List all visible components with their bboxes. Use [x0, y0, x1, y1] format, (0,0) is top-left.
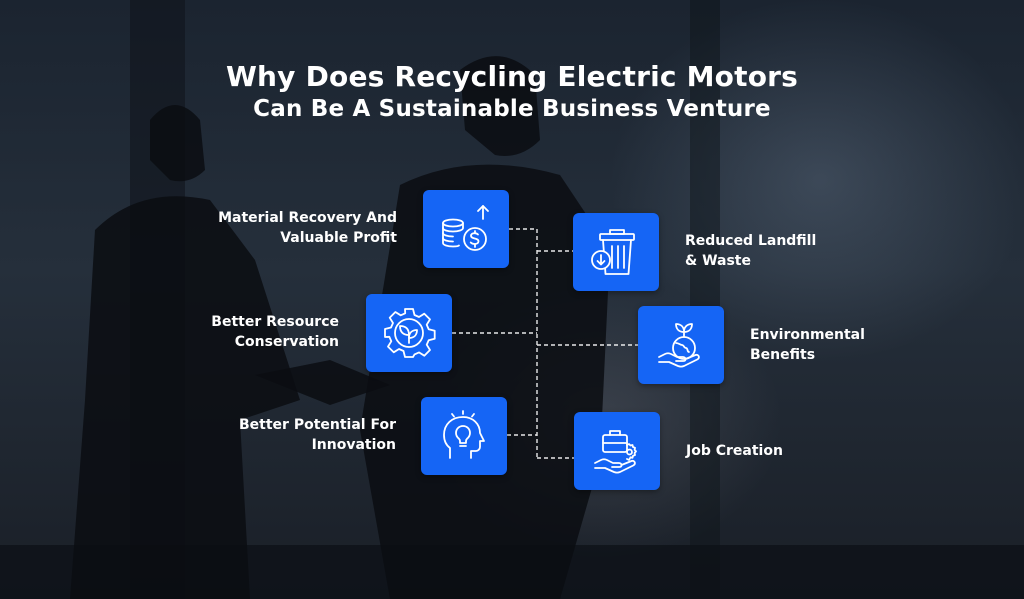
icon-box-resource-conservation — [366, 294, 452, 372]
icon-box-innovation — [421, 397, 507, 475]
lightbulb-head-icon — [443, 410, 485, 459]
label-job-creation: Job Creation — [686, 443, 783, 459]
title-line-2: Can Be A Sustainable Business Venture — [253, 96, 771, 122]
icon-box-environmental — [638, 306, 724, 384]
label-landfill: Reduced Landfill & Waste — [685, 233, 817, 269]
label-resource-conservation: Better Resource Conservation — [211, 314, 339, 350]
gear-leaf-icon — [384, 308, 436, 358]
icon-box-material-recovery — [423, 190, 509, 268]
label-innovation: Better Potential For Innovation — [239, 417, 396, 453]
hand-globe-icon — [658, 323, 700, 368]
coins-dollar-arrow-up-icon — [442, 205, 489, 251]
icon-box-job-creation — [574, 412, 660, 490]
title-line-1: Why Does Recycling Electric Motors — [225, 60, 799, 93]
icon-box-landfill — [573, 213, 659, 291]
label-material-recovery: Material Recovery And Valuable Profit — [218, 210, 397, 246]
trash-bin-icon — [591, 229, 635, 275]
label-environmental: Environmental Benefits — [750, 327, 865, 363]
hand-briefcase-gear-icon — [594, 430, 637, 474]
